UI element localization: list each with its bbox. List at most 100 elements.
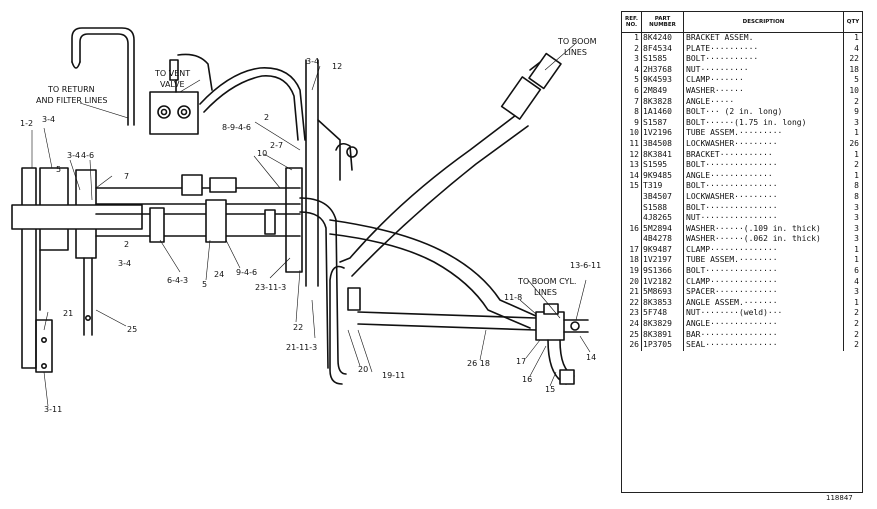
part-number-cell: 1V2196 [642, 128, 684, 139]
callout-20: 20 [358, 365, 368, 374]
qty-cell: 6 [854, 266, 859, 276]
callout-to-boom: TO BOOM [557, 37, 597, 46]
qty-cell: 1 [854, 297, 859, 307]
qty-cell: 1 [854, 255, 859, 265]
callout-2b: 2 [124, 240, 129, 249]
ref-cell: 17 [622, 244, 642, 256]
qty-cell: 1 [854, 170, 859, 180]
description-cell: BRACKET ASSEM. [684, 33, 844, 44]
description-cell: NUT················ [684, 213, 844, 224]
ref-cell: 11 [622, 138, 642, 150]
part-number-cell: 3B4507 [642, 191, 684, 203]
ref-cell [622, 202, 642, 214]
ref-cell: 5 [622, 75, 642, 86]
ref-cell: 4 [622, 64, 642, 76]
part-number-cell: 8K3829 [642, 319, 684, 330]
ref-cell: 18 [622, 255, 642, 267]
part-number-cell: 5M8693 [642, 287, 684, 298]
exploded-view-drawing: TO RETURN AND FILTER LINES TO VENT VALVE… [11, 27, 601, 414]
ref-cell: 22 [622, 297, 642, 309]
description-cell: TUBE ASSEM.········ [684, 255, 844, 267]
callout-21-11-3: 21-11-3 [286, 343, 317, 352]
callout-4-6: 4-6 [81, 151, 94, 160]
description-cell: ANGLE············· [684, 170, 844, 182]
ref-cell: 25 [622, 329, 642, 341]
part-number-cell: S1587 [642, 117, 684, 129]
part-number-cell: 1A1460 [642, 107, 684, 118]
callout-3-4b: 3-4 [67, 151, 80, 160]
description-cell: PLATE·········· [684, 43, 844, 55]
callout-11-8: 11-8 [504, 293, 522, 302]
callout-6-4-3: 6-4-3 [167, 276, 188, 285]
ref-cell: 13 [622, 160, 642, 171]
qty-cell: 2 [854, 160, 859, 170]
ref-cell: 7 [622, 96, 642, 108]
callout-12: 12 [332, 62, 342, 71]
part-number-cell: T319 [642, 181, 684, 192]
callout-to-boom-cyl-2: LINES [534, 288, 557, 297]
callout-19-11: 19-11 [382, 371, 405, 380]
part-number-cell: 8K3828 [642, 96, 684, 108]
qty-cell: 3 [854, 202, 859, 212]
callout-5b: 5 [202, 280, 207, 289]
part-number-cell: 9K9487 [642, 244, 684, 256]
part-number-cell: 1V2197 [642, 255, 684, 267]
part-number-cell: S1585 [642, 54, 684, 65]
qty-cell: 2 [854, 329, 859, 339]
part-number-cell: 9K4593 [642, 75, 684, 86]
callout-3-4a: 3-4 [42, 115, 55, 124]
description-cell: BOLT······(1.75 in. long) [684, 117, 844, 129]
qty-cell: 1 [854, 244, 859, 254]
return-line-loop [71, 27, 135, 126]
callout-3-11: 3-11 [44, 405, 62, 414]
callout-9-4-6: 9-4-6 [236, 268, 257, 277]
description-cell: CLAMP·············· [684, 244, 844, 256]
qty-cell: 3 [854, 117, 859, 127]
part-number-cell: 8K4240 [642, 33, 684, 44]
callout-17: 17 [516, 357, 526, 366]
ref-cell: 24 [622, 319, 642, 330]
callout-to-return: TO RETURN [47, 85, 95, 94]
description-cell: BAR················ [684, 329, 844, 341]
description-cell: CLAMP······· [684, 75, 844, 86]
part-number-cell: 1V2182 [642, 276, 684, 288]
callout-2a: 2 [264, 113, 269, 122]
qty-cell: 5 [854, 75, 859, 85]
ref-cell: 19 [622, 266, 642, 277]
header-description: DESCRIPTION [684, 12, 844, 32]
qty-cell: 1 [854, 149, 859, 159]
description-cell: BOLT··············· [684, 202, 844, 214]
callout-8-9-4-6: 8-9-4-6 [222, 123, 251, 132]
description-cell: LOCKWASHER········· [684, 138, 844, 150]
upper-hose [199, 67, 306, 141]
qty-cell: 1 [854, 128, 859, 138]
description-cell: WASHER······(.062 in. thick) [684, 234, 844, 245]
description-cell: LOCKWASHER········· [684, 191, 844, 203]
description-cell: ANGLE·············· [684, 319, 844, 330]
qty-cell: 18 [849, 64, 859, 74]
part-number-cell: 3B4508 [642, 138, 684, 150]
callout-3-4d: 3-4 [118, 259, 131, 268]
qty-cell: 2 [854, 308, 859, 318]
description-cell: WASHER······ [684, 85, 844, 97]
callout-5: 5 [56, 165, 61, 174]
drawing-number: 118847 [826, 494, 853, 502]
ref-cell: 10 [622, 128, 642, 139]
qty-cell: 9 [854, 107, 859, 117]
callout-to-boom-cyl: TO BOOM CYL. [517, 277, 576, 286]
part-number-cell: 1P3705 [642, 340, 684, 351]
ref-cell: 23 [622, 308, 642, 320]
